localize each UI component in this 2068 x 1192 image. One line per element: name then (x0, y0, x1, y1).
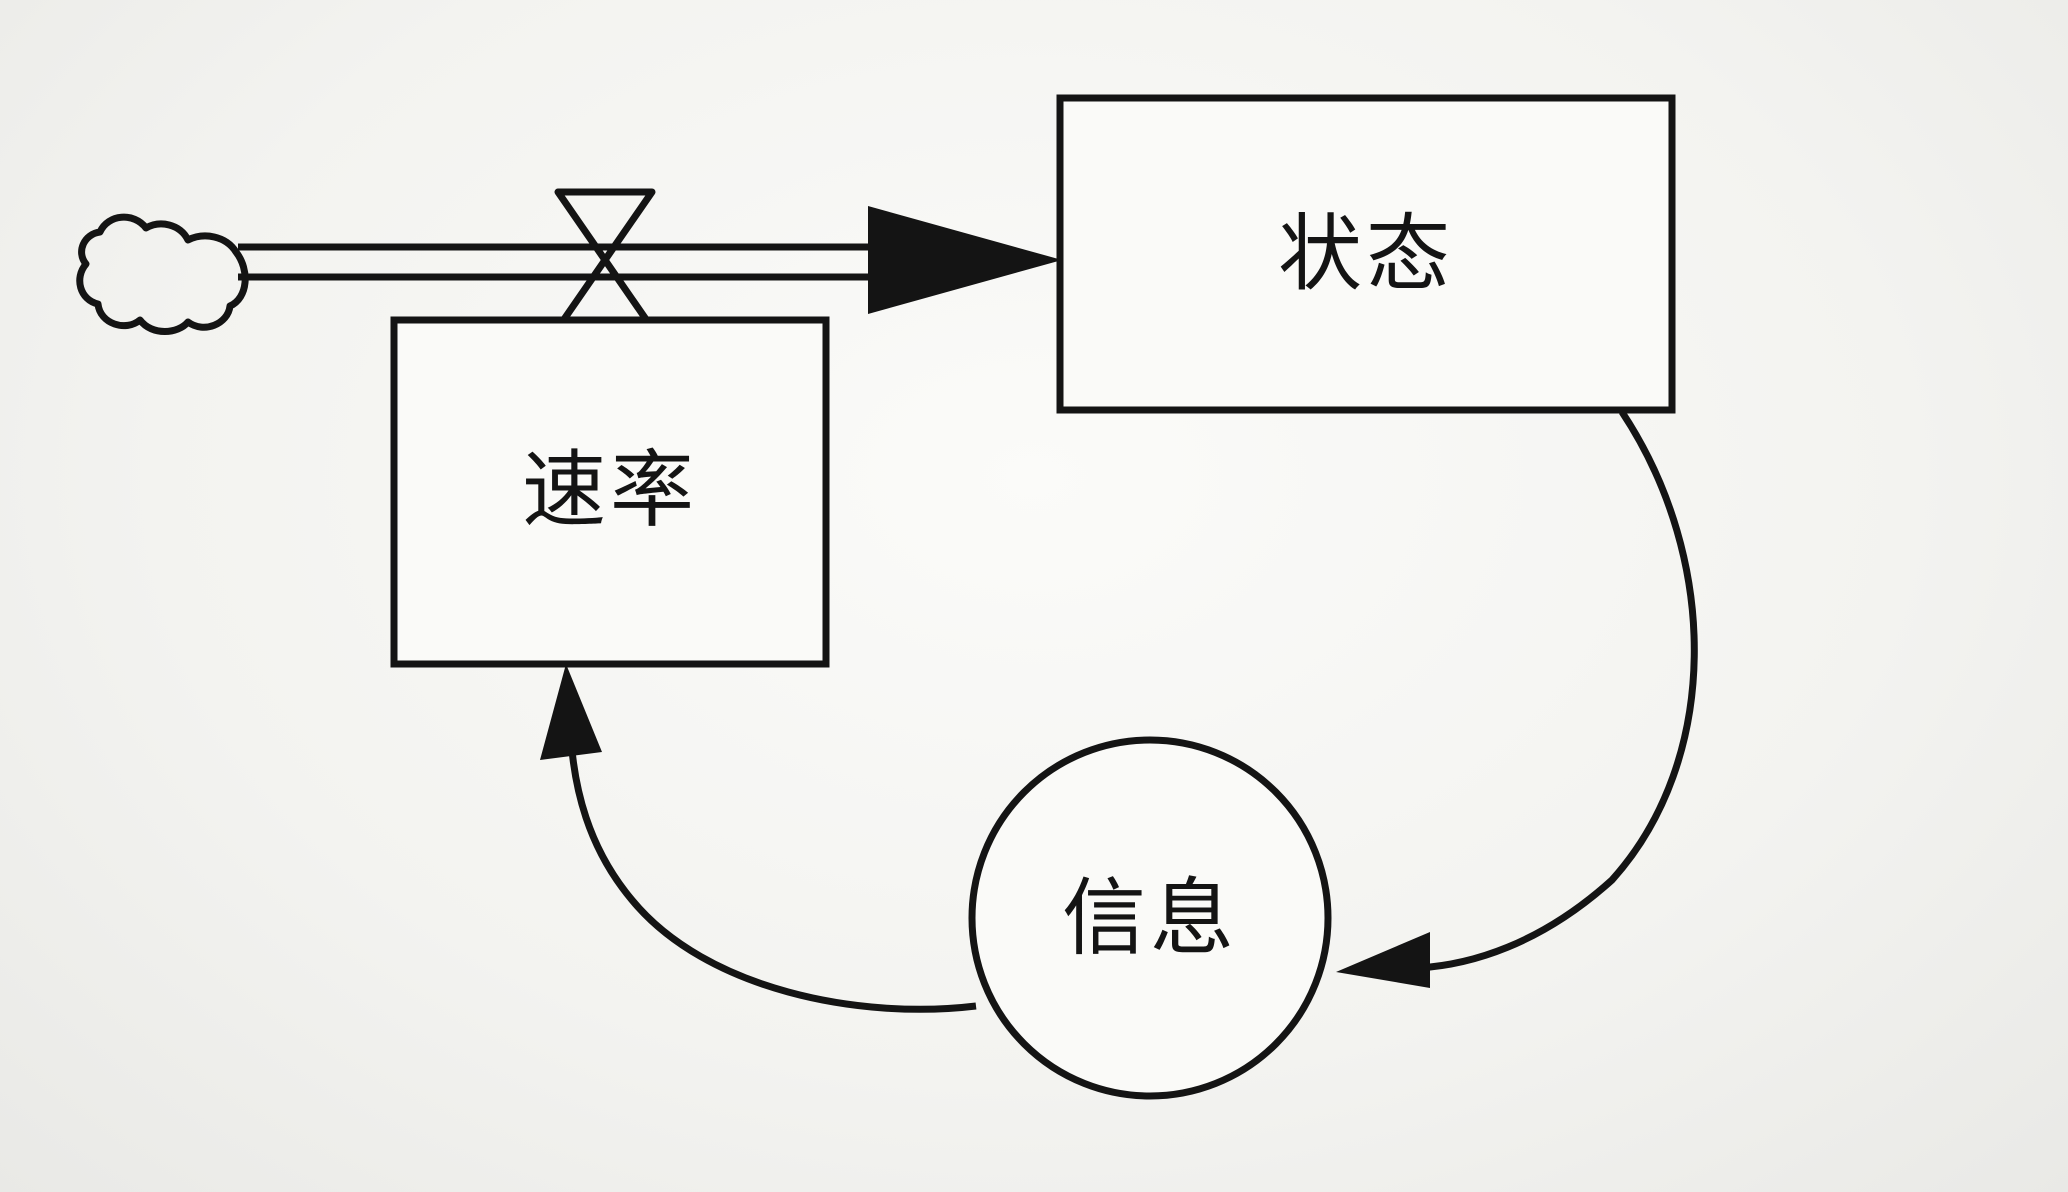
cloud-icon (76, 213, 249, 335)
link-state-to-info (1417, 410, 1698, 972)
rate-label: 速率 (522, 441, 698, 539)
state-node[interactable]: 状态 (1056, 94, 1676, 414)
info-node[interactable]: 信息 (968, 736, 1332, 1100)
info-label: 信息 (1062, 869, 1238, 967)
state-label: 状态 (1278, 205, 1454, 303)
flow-pipe (238, 243, 878, 281)
link-arrowhead-info (1336, 932, 1430, 988)
flow-arrowhead (868, 206, 1062, 314)
link-info-to-rate (566, 719, 977, 1013)
link-arrowhead-rate (540, 664, 602, 760)
rate-node[interactable]: 速率 (390, 316, 830, 668)
valve-icon (554, 188, 656, 332)
